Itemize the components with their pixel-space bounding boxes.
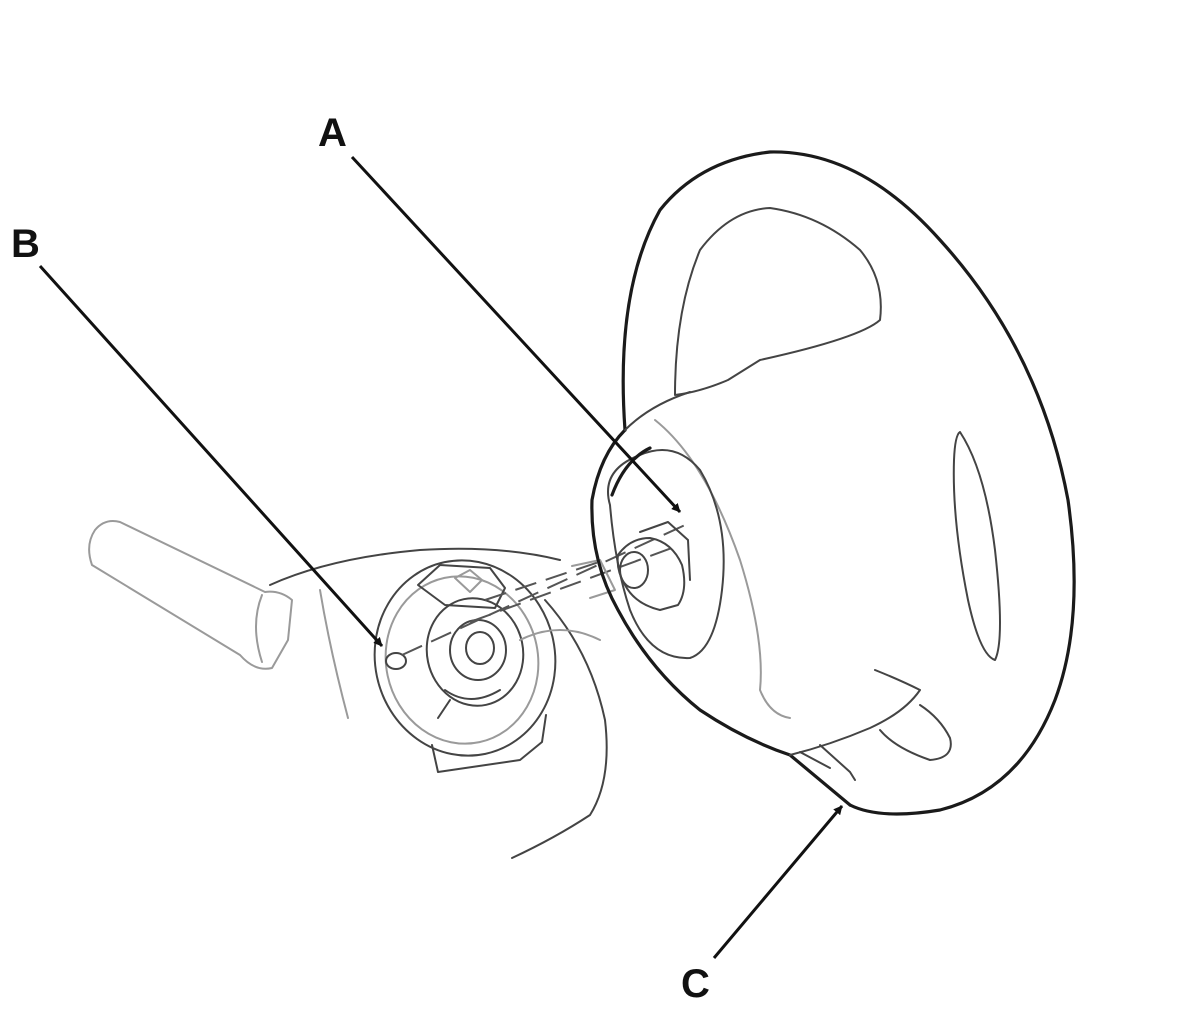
leader-b	[38, 264, 384, 648]
leader-lines	[38, 155, 844, 959]
leader-a	[350, 155, 682, 514]
steering-wheel	[590, 150, 1076, 816]
callout-label-a: A	[318, 111, 347, 155]
leader-c	[712, 805, 844, 959]
cable-reel-assembly	[373, 559, 601, 773]
alignment-lines	[401, 524, 686, 656]
steering-column-cover	[269, 547, 608, 859]
callout-label-b: B	[11, 222, 40, 266]
combination-switch-lever	[88, 520, 349, 719]
callout-label-c: C	[681, 962, 710, 1006]
